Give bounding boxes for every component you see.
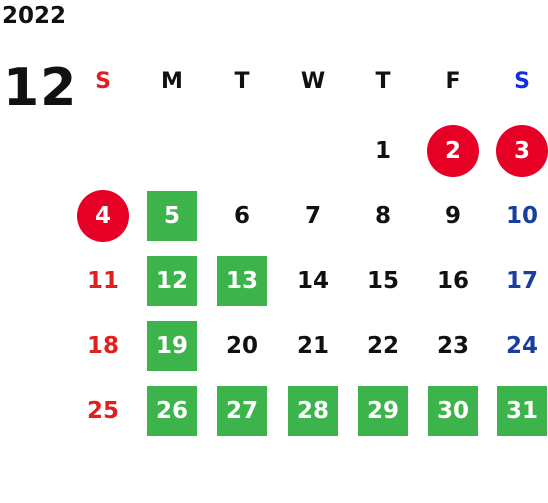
calendar-day[interactable]: 3 [496,125,548,177]
calendar-day[interactable]: 5 [147,191,197,241]
calendar-day[interactable]: 16 [436,268,469,294]
calendar-day[interactable]: 27 [217,386,267,436]
calendar-day[interactable]: 24 [505,333,538,359]
calendar-day[interactable]: 20 [225,333,258,359]
calendar-day[interactable]: 25 [86,398,119,424]
weekday-header: W [300,68,326,94]
calendar-day[interactable]: 11 [86,268,119,294]
weekday-header: T [375,68,391,94]
calendar-day[interactable]: 1 [374,138,391,164]
calendar-day[interactable]: 23 [436,333,469,359]
calendar-day[interactable]: 22 [366,333,399,359]
year-label: 2022 [2,3,67,29]
calendar-day[interactable]: 18 [86,333,119,359]
calendar-day[interactable]: 29 [358,386,408,436]
calendar-day[interactable]: 17 [505,268,538,294]
calendar-day[interactable]: 30 [428,386,478,436]
calendar-day[interactable]: 8 [374,203,391,229]
calendar-day[interactable]: 12 [147,256,197,306]
calendar-day[interactable]: 19 [147,321,197,371]
calendar-day[interactable]: 15 [366,268,399,294]
calendar-day[interactable]: 31 [497,386,547,436]
calendar-day[interactable]: 2 [427,125,479,177]
calendar-day[interactable]: 4 [77,190,129,242]
calendar-day[interactable]: 9 [444,203,461,229]
weekday-header: M [161,68,183,94]
weekday-header: S [95,68,111,94]
calendar-day[interactable]: 7 [304,203,321,229]
calendar-day[interactable]: 13 [217,256,267,306]
calendar-day[interactable]: 21 [296,333,329,359]
calendar-day[interactable]: 14 [296,268,329,294]
calendar-day[interactable]: 26 [147,386,197,436]
weekday-header: T [234,68,250,94]
weekday-header: F [445,68,461,94]
calendar-day[interactable]: 28 [288,386,338,436]
month-label: 12 [3,58,78,118]
weekday-header: S [514,68,530,94]
calendar-day[interactable]: 6 [233,203,250,229]
calendar-day[interactable]: 10 [505,203,538,229]
